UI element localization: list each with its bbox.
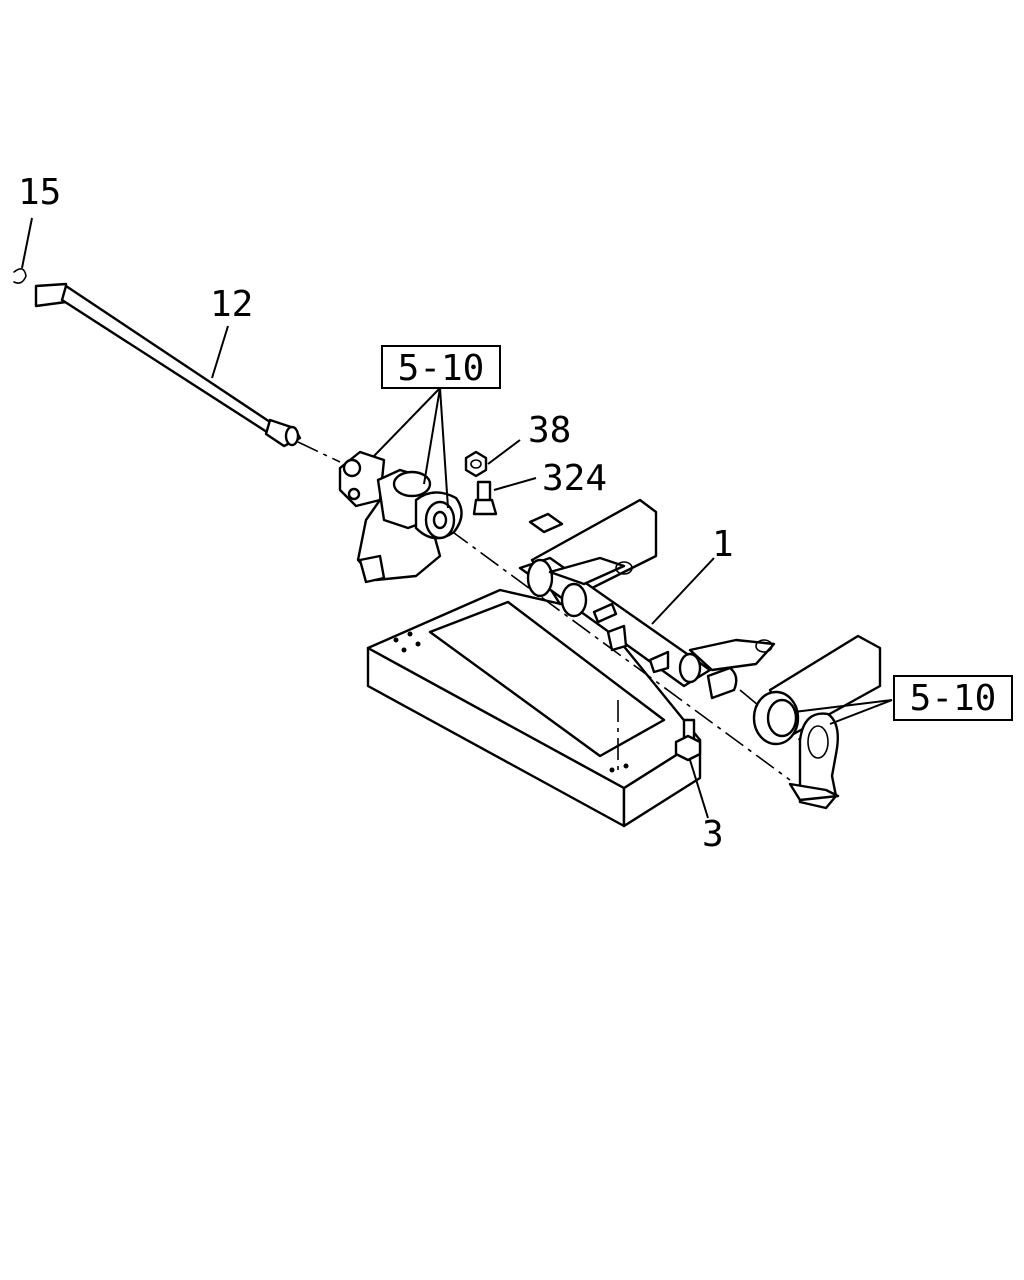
shaft-part-12 <box>34 282 302 448</box>
ref-box-right: 5-10 <box>893 675 1013 721</box>
nut-part-38 <box>464 439 521 478</box>
fitting-part-3 <box>674 718 709 819</box>
shaft-part-1 <box>518 556 776 700</box>
callout-12: 12 <box>210 284 253 325</box>
ref-box-upper-text: 5-10 <box>398 348 485 389</box>
callout-3: 3 <box>702 814 724 855</box>
bracket-assembly-left <box>338 450 463 584</box>
ref-box-right-text: 5-10 <box>910 678 997 719</box>
bolt-part-324 <box>472 477 537 516</box>
ref-leaders-upper <box>373 387 449 509</box>
ref-box-upper: 5-10 <box>381 345 501 389</box>
clip-part-15 <box>13 217 33 284</box>
callout-1: 1 <box>712 524 734 565</box>
bushing-right <box>752 690 800 746</box>
callout-38: 38 <box>528 410 571 451</box>
callout-324: 324 <box>542 458 607 499</box>
centerline-main <box>449 529 791 781</box>
frame-base <box>366 588 702 828</box>
centerline-shaft <box>297 441 341 463</box>
callout-15: 15 <box>18 172 61 213</box>
ref-leaders-right <box>793 699 893 725</box>
bracket-right <box>788 712 840 810</box>
